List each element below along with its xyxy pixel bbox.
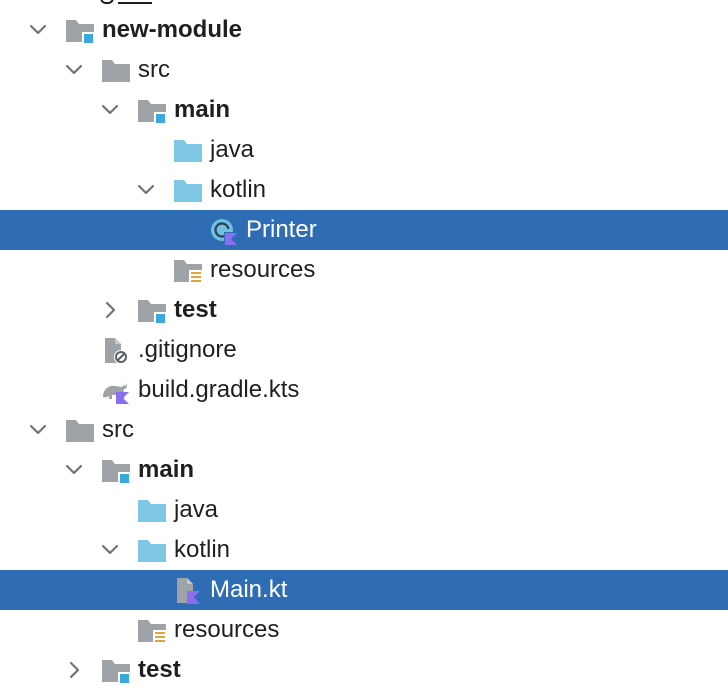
tree-node-main-kt[interactable]: Main.kt xyxy=(0,570,728,610)
tree-node-label: main xyxy=(174,96,231,123)
source-root-folder-icon xyxy=(137,97,167,125)
gradle-kotlin-icon xyxy=(101,377,131,405)
tree-node-java[interactable]: java xyxy=(0,490,728,530)
tree-node-src[interactable]: src xyxy=(0,410,728,450)
tree-node-label: java xyxy=(174,496,219,523)
tree-node-test[interactable]: test xyxy=(0,290,728,330)
chevron-down-icon[interactable] xyxy=(64,60,84,80)
tree-node-label: kotlin xyxy=(174,536,231,563)
chevron-down-icon[interactable] xyxy=(100,540,120,560)
tree-node-main[interactable]: main xyxy=(0,90,728,130)
folder-icon xyxy=(65,417,95,445)
tree-node-label: java xyxy=(210,136,255,163)
tree-node-gitignore[interactable]: .gitignore xyxy=(0,330,728,370)
tree-node-label: new-module xyxy=(102,16,243,43)
tree-node-main[interactable]: main xyxy=(0,450,728,490)
tree-node-label: src xyxy=(138,56,170,83)
tree-node-label: src xyxy=(102,416,134,443)
folder-icon xyxy=(137,497,167,525)
folder-icon xyxy=(173,137,203,165)
tree-node-label: main xyxy=(138,456,195,483)
chevron-down-icon[interactable] xyxy=(28,20,48,40)
tree-node-test[interactable]: test xyxy=(0,650,728,690)
tree-node-java[interactable]: java xyxy=(0,130,728,170)
tree-node-kotlin[interactable]: kotlin xyxy=(0,170,728,210)
kotlin-file-icon xyxy=(173,577,203,605)
resources-folder-icon xyxy=(173,257,203,285)
module-folder-icon xyxy=(65,17,95,45)
tree-node-label: build.gradle.kts xyxy=(138,376,300,403)
tree-node-resources[interactable]: resources xyxy=(0,250,728,290)
tree-node-printer[interactable]: Printer xyxy=(0,210,728,250)
chevron-right-icon[interactable] xyxy=(64,660,84,680)
folder-icon xyxy=(101,57,131,85)
tree-node-resources[interactable]: resources xyxy=(0,610,728,650)
folder-icon xyxy=(173,177,203,205)
resources-folder-icon xyxy=(137,617,167,645)
chevron-down-icon[interactable] xyxy=(136,180,156,200)
partial-row-above xyxy=(96,0,166,6)
ignored-file-icon xyxy=(101,337,131,365)
tree-node-label: resources xyxy=(210,256,316,283)
source-root-folder-icon xyxy=(101,457,131,485)
tree-node-build-gradle[interactable]: build.gradle.kts xyxy=(0,370,728,410)
tree-node-label: Printer xyxy=(246,216,317,243)
tree-node-src[interactable]: src xyxy=(0,50,728,90)
tree-node-label: test xyxy=(138,656,181,683)
source-root-folder-icon xyxy=(101,657,131,685)
chevron-down-icon[interactable] xyxy=(28,420,48,440)
tree-node-label: Main.kt xyxy=(210,576,288,603)
folder-icon xyxy=(137,537,167,565)
tree-node-label: test xyxy=(174,296,217,323)
chevron-right-icon[interactable] xyxy=(100,300,120,320)
kotlin-class-icon xyxy=(209,217,239,245)
tree-node-label: .gitignore xyxy=(138,336,237,363)
tree-node-label: kotlin xyxy=(210,176,267,203)
chevron-down-icon[interactable] xyxy=(100,100,120,120)
chevron-down-icon[interactable] xyxy=(64,460,84,480)
tree-node-new-module[interactable]: new-module xyxy=(0,10,728,50)
tree-node-kotlin[interactable]: kotlin xyxy=(0,530,728,570)
source-root-folder-icon xyxy=(137,297,167,325)
tree-node-label: resources xyxy=(174,616,280,643)
